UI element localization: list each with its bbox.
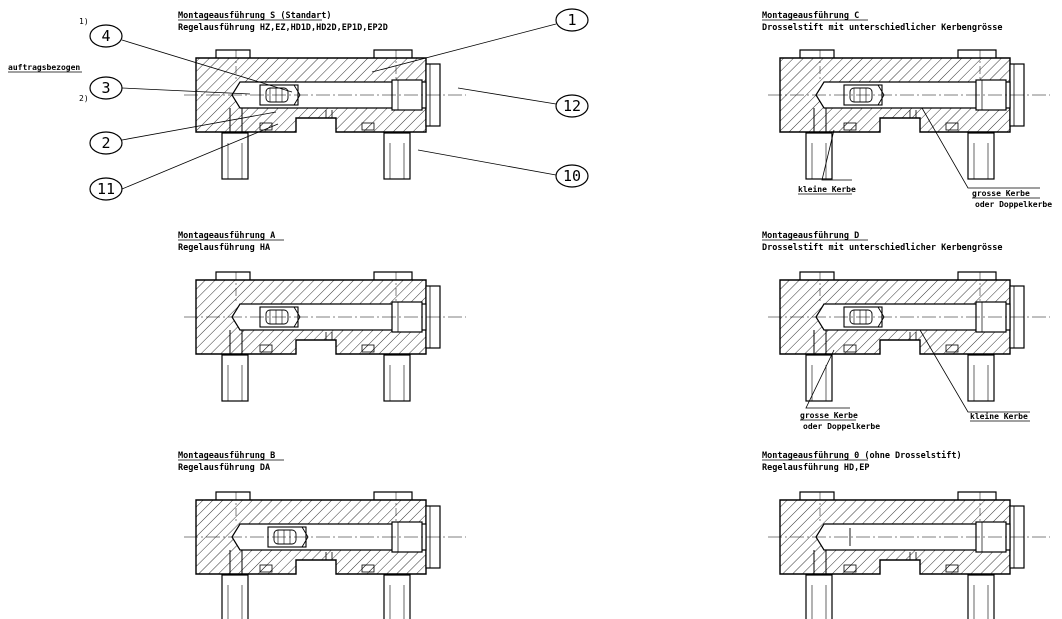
callout-2: 2: [89, 111, 277, 155]
view-title-d: Montageausführung D Drosselstift mit unt…: [762, 231, 1003, 253]
svg-text:3: 3: [101, 79, 110, 97]
note-d-small-notch: kleine Kerbe: [919, 329, 1030, 422]
svg-text:10: 10: [563, 167, 581, 185]
svg-text:Regelausführung HA: Regelausführung HA: [178, 243, 270, 253]
svg-text:Montageausführung B: Montageausführung B: [178, 451, 275, 461]
svg-text:Drosselstift mit unterschiedli: Drosselstift mit unterschiedlicher Kerbe…: [762, 242, 1003, 253]
view-title-a: Montageausführung A Regelausführung HA: [178, 231, 284, 253]
svg-text:Montageausführung S (Standart): Montageausführung S (Standart): [178, 11, 332, 21]
callout-11: 11: [89, 123, 279, 201]
svg-text:Regelausführung HZ,EZ,HD1D,HD2: Regelausführung HZ,EZ,HD1D,HD2D,EP1D,EP2…: [178, 23, 388, 33]
view-title-s: Montageausführung S (Standart) Regelausf…: [178, 11, 388, 33]
section-view-d: [768, 271, 1050, 402]
svg-text:4: 4: [101, 27, 110, 45]
svg-text:12: 12: [563, 97, 581, 115]
callout-12: 12: [457, 87, 589, 118]
section-view-c: [768, 49, 1050, 180]
callout-10: 10: [417, 149, 589, 188]
view-title-0: Montageausführung 0 (ohne Drosselstift) …: [762, 450, 962, 473]
svg-text:Montageausführung D: Montageausführung D: [762, 231, 859, 241]
svg-text:kleine Kerbe: kleine Kerbe: [970, 411, 1028, 421]
footnote-marker-2: 2): [79, 94, 89, 103]
section-view-b: [184, 491, 466, 619]
callout-3: 3: [89, 76, 251, 100]
callout-1: 1: [371, 8, 589, 73]
svg-text:grosse Kerbe: grosse Kerbe: [972, 189, 1030, 198]
svg-text:Regelausführung DA: Regelausführung DA: [178, 463, 270, 473]
svg-text:grosse Kerbe: grosse Kerbe: [800, 411, 858, 420]
side-label: auftragsbezogen: [8, 63, 80, 72]
svg-text:Montageausführung C: Montageausführung C: [762, 11, 859, 21]
view-title-b: Montageausführung B Regelausführung DA: [178, 451, 284, 473]
svg-text:Montageausführung 0 (ohne Dros: Montageausführung 0 (ohne Drosselstift): [762, 450, 962, 461]
note-d-large-notch: grosse Kerbe oder Doppelkerbe: [800, 349, 880, 431]
footnote-marker-1: 1): [79, 17, 89, 26]
svg-text:1: 1: [567, 11, 576, 29]
callout-4: 4: [89, 24, 293, 93]
svg-text:Montageausführung A: Montageausführung A: [178, 231, 275, 241]
svg-text:2: 2: [101, 134, 110, 152]
note-c-large-notch: grosse Kerbe oder Doppelkerbe: [921, 107, 1052, 209]
svg-text:kleine Kerbe: kleine Kerbe: [798, 184, 856, 194]
svg-text:Drosselstift mit unterschiedli: Drosselstift mit unterschiedlicher Kerbe…: [762, 22, 1003, 33]
svg-text:oder Doppelkerbe: oder Doppelkerbe: [803, 422, 880, 431]
svg-text:Regelausführung HD,EP: Regelausführung HD,EP: [762, 463, 869, 473]
svg-text:11: 11: [97, 180, 115, 198]
view-title-c: Montageausführung C Drosselstift mit unt…: [762, 11, 1003, 33]
svg-text:oder Doppelkerbe: oder Doppelkerbe: [975, 200, 1052, 209]
note-c-small-notch: kleine Kerbe: [798, 129, 856, 195]
section-view-0: [768, 491, 1050, 619]
section-view-a: [184, 271, 466, 402]
section-view-s: [184, 49, 466, 180]
